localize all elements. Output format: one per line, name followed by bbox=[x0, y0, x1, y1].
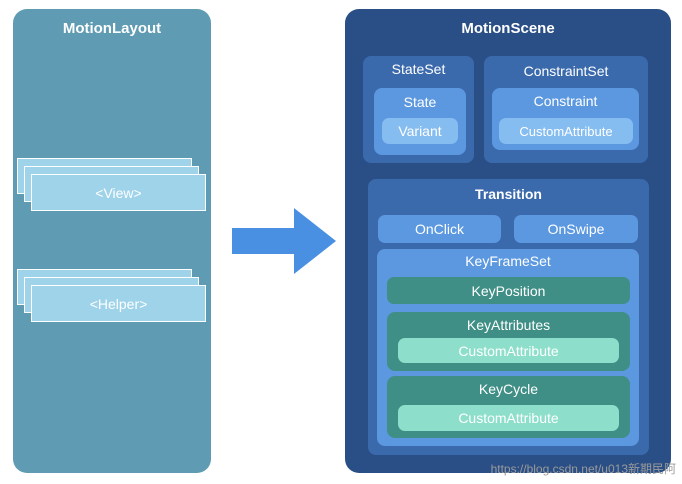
view-card: <View> bbox=[31, 174, 206, 211]
motionlayout-panel bbox=[13, 9, 211, 473]
keycycle-title: KeyCycle bbox=[478, 381, 539, 397]
state-label: State bbox=[403, 94, 437, 110]
helper-card: <Helper> bbox=[31, 285, 206, 322]
onclick-pill: OnClick bbox=[378, 215, 501, 243]
keyframeset-title: KeyFrameSet bbox=[465, 253, 551, 269]
constraint-customattribute-pill: CustomAttribute bbox=[499, 118, 633, 144]
stateset-title: StateSet bbox=[391, 61, 446, 77]
variant-pill: Variant bbox=[382, 118, 458, 144]
transition-title: Transition bbox=[475, 186, 542, 202]
watermark-text: https://blog.csdn.net/u013新期民阿 bbox=[490, 462, 676, 476]
keyattributes-customattribute-pill: CustomAttribute bbox=[398, 338, 619, 363]
motionscene-title: MotionScene bbox=[461, 20, 555, 37]
keyattributes-title: KeyAttributes bbox=[466, 317, 551, 333]
constraintset-title: ConstraintSet bbox=[523, 63, 609, 79]
arrow-right-icon bbox=[232, 208, 336, 274]
keyposition-pill: KeyPosition bbox=[387, 277, 630, 304]
onswipe-pill: OnSwipe bbox=[514, 215, 638, 243]
constraint-label: Constraint bbox=[533, 93, 598, 109]
keycycle-customattribute-pill: CustomAttribute bbox=[398, 405, 619, 431]
motionlayout-title: MotionLayout bbox=[62, 20, 162, 37]
